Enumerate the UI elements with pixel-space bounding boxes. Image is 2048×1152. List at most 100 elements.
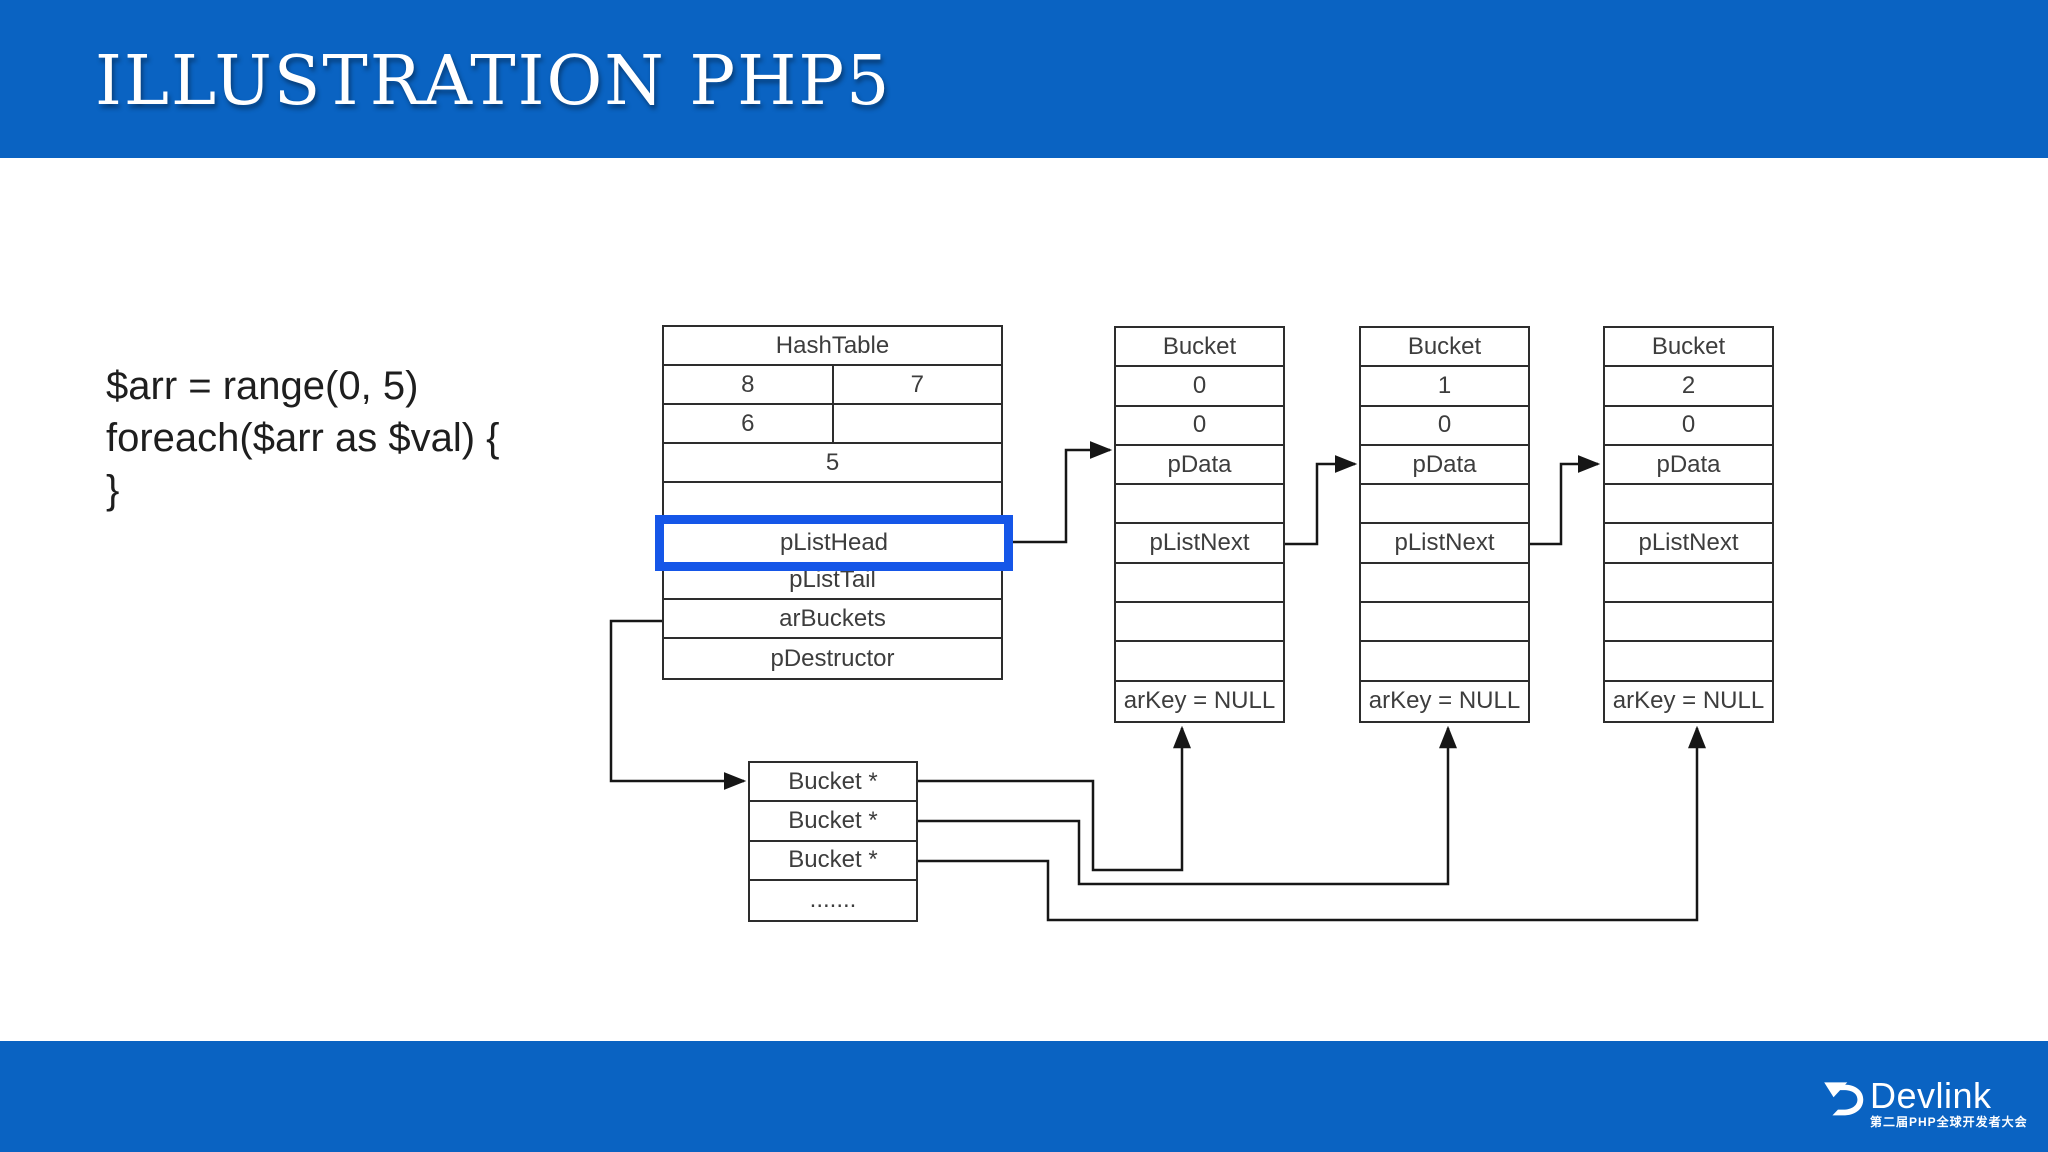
page-title: ILLUSTRATION PHP5	[95, 42, 892, 121]
table-row: pData	[1116, 446, 1283, 486]
table-row: 0	[1116, 367, 1283, 407]
arrow-bucket1-plistnext-to-bucket2	[1530, 455, 1601, 546]
arrow-plisthead-to-bucket0	[1012, 441, 1113, 544]
cell: 0	[1437, 411, 1452, 439]
cell: arKey = NULL	[1368, 687, 1521, 715]
table-row: 5	[664, 444, 1001, 483]
table-row: Bucket *	[750, 763, 916, 803]
cell	[1116, 642, 1283, 679]
table-row: arKey = NULL	[1361, 682, 1528, 721]
footer-band	[0, 1041, 2048, 1152]
table-row: 2	[1605, 367, 1772, 407]
table-row: Bucket *	[750, 842, 916, 881]
arrow-bucket0-plistnext-to-bucket1	[1285, 455, 1358, 546]
table-row	[1361, 485, 1528, 525]
bucket-pointer-array: Bucket * Bucket * Bucket *.......	[748, 761, 918, 922]
table-row: arBuckets	[664, 600, 1001, 639]
cell	[1361, 564, 1528, 601]
cell	[1361, 485, 1528, 522]
cell: arBuckets	[779, 604, 886, 632]
table-row: .......	[750, 881, 916, 920]
table-row	[1605, 564, 1772, 604]
cell: pData	[1412, 450, 1477, 478]
code-snippet: $arr = range(0, 5) foreach($arr as $val)…	[106, 360, 500, 516]
table-row: Bucket	[1116, 328, 1283, 368]
cell	[1605, 642, 1772, 679]
cell: Bucket *	[788, 846, 878, 874]
cell: 0	[1192, 371, 1207, 399]
cell: pDestructor	[770, 644, 895, 672]
arrow-array0-to-bucket0-arkey	[918, 725, 1191, 872]
table-row: pData	[1605, 446, 1772, 486]
table-row	[1605, 603, 1772, 643]
cell: pData	[1656, 450, 1721, 478]
bucket-struct-2: Bucket 2 0 pData pListNext arKey = NULL	[1603, 326, 1774, 723]
table-row: pDestructor	[664, 639, 1001, 678]
code-line: }	[106, 468, 120, 512]
arrow-array2-to-bucket2-arkey	[918, 725, 1706, 922]
cell: Bucket	[1651, 332, 1726, 360]
cell	[1116, 603, 1283, 640]
plisthead-label: pListHead	[779, 529, 889, 556]
table-row: pData	[1361, 446, 1528, 486]
cell	[1116, 485, 1283, 522]
table-row: pListNext	[1116, 524, 1283, 564]
cell: .......	[809, 886, 857, 914]
code-line: foreach($arr as $val) {	[106, 416, 500, 460]
table-row: arKey = NULL	[1605, 682, 1772, 721]
cell: pListNext	[1638, 529, 1739, 557]
table-row	[1361, 642, 1528, 682]
table-row: HashTable	[664, 327, 1001, 366]
header-band: ILLUSTRATION PHP5	[0, 0, 2048, 158]
cell: 0	[1192, 411, 1207, 439]
table-row: 0	[1361, 407, 1528, 446]
table-row	[1605, 485, 1772, 525]
cell: 8	[741, 370, 755, 398]
table-row: Bucket *	[750, 802, 916, 842]
cell: 5	[825, 448, 840, 476]
table-row	[1605, 642, 1772, 682]
table-row	[1361, 603, 1528, 643]
cell: Bucket *	[788, 806, 878, 834]
cell	[1361, 603, 1528, 640]
table-row: arKey = NULL	[1116, 682, 1283, 721]
cell: 2	[1681, 371, 1696, 399]
cell: pListNext	[1149, 529, 1250, 557]
table-row: pListNext	[1361, 524, 1528, 564]
devlink-d-icon	[1824, 1082, 1864, 1116]
cell	[1605, 564, 1772, 601]
table-row: Bucket	[1361, 328, 1528, 368]
cell	[1605, 603, 1772, 640]
cell	[1116, 564, 1283, 601]
cell: pListNext	[1394, 529, 1495, 557]
logo-text: Devlink 第二届PHP全球开发者大会	[1870, 1078, 2028, 1130]
arrow-array1-to-bucket1-arkey	[918, 725, 1457, 886]
table-row: 1	[1361, 367, 1528, 407]
table-row	[1116, 564, 1283, 604]
cell	[1605, 485, 1772, 522]
table-row: Bucket	[1605, 328, 1772, 368]
table-row: 0	[1605, 407, 1772, 446]
cell	[831, 405, 1002, 442]
table-row: 6	[664, 405, 1001, 444]
table-row	[1116, 642, 1283, 682]
devlink-logo: Devlink 第二届PHP全球开发者大会	[1822, 1078, 2028, 1129]
table-row: 0	[1116, 407, 1283, 446]
cell: 6	[741, 409, 755, 437]
bucket-struct-0: Bucket 0 0 pData pListNext arKey = NULL	[1114, 326, 1285, 723]
cell: pData	[1167, 450, 1232, 478]
cell: Bucket	[1162, 332, 1237, 360]
logo-tagline: 第二届PHP全球开发者大会	[1870, 1115, 2028, 1129]
cell: Bucket *	[788, 767, 878, 795]
plisthead-highlight: pListHead	[655, 515, 1013, 571]
cell	[1361, 642, 1528, 679]
cell: arKey = NULL	[1612, 687, 1765, 715]
cell: 0	[1681, 411, 1696, 439]
cell: 7	[831, 366, 1002, 403]
table-row: pListNext	[1605, 524, 1772, 564]
table-row	[1116, 603, 1283, 643]
